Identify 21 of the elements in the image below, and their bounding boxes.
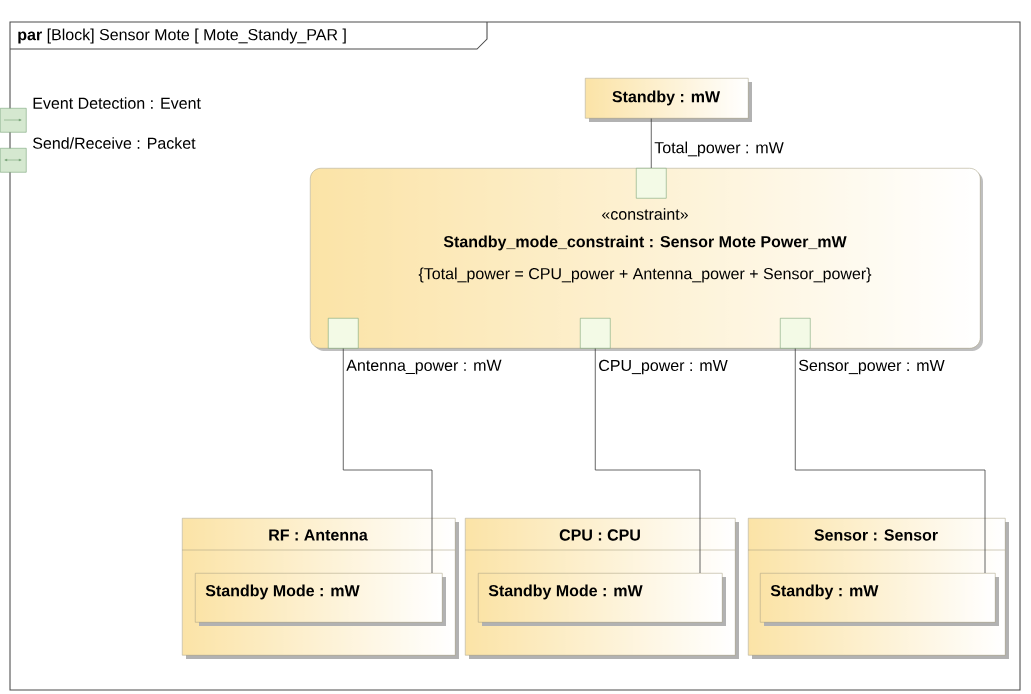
parameter-port <box>580 318 611 349</box>
property-box: Standby : mW <box>760 573 999 626</box>
property-box: Standby Mode : mW <box>478 573 726 626</box>
port-label: Event Detection : Event <box>33 97 201 109</box>
port-label: Send/Receive : Packet <box>33 137 196 149</box>
port-box <box>0 108 27 133</box>
parameter-port <box>636 168 667 199</box>
parameter-label: Antenna_power : mW <box>346 359 502 375</box>
connector-line <box>594 348 701 574</box>
parameter-label: CPU_power : mW <box>599 359 728 375</box>
parameter-port <box>780 318 811 349</box>
connector-line <box>650 118 652 169</box>
parameter-label: Total_power : mW <box>654 141 784 157</box>
constraint-block: «constraint» Standby_mode_constraint : Sensor Mote Power_mW {Total_power = CPU_power + Antenna_power + Sensor_power} <box>310 168 983 351</box>
connector-line <box>342 348 433 574</box>
property-box: Standby : mW <box>585 78 752 122</box>
connector-line <box>794 348 986 574</box>
parameter-port <box>328 318 359 349</box>
property-box: Standby Mode : mW <box>195 573 446 626</box>
port-box <box>0 148 27 173</box>
parameter-label: Sensor_power : mW <box>799 359 945 375</box>
